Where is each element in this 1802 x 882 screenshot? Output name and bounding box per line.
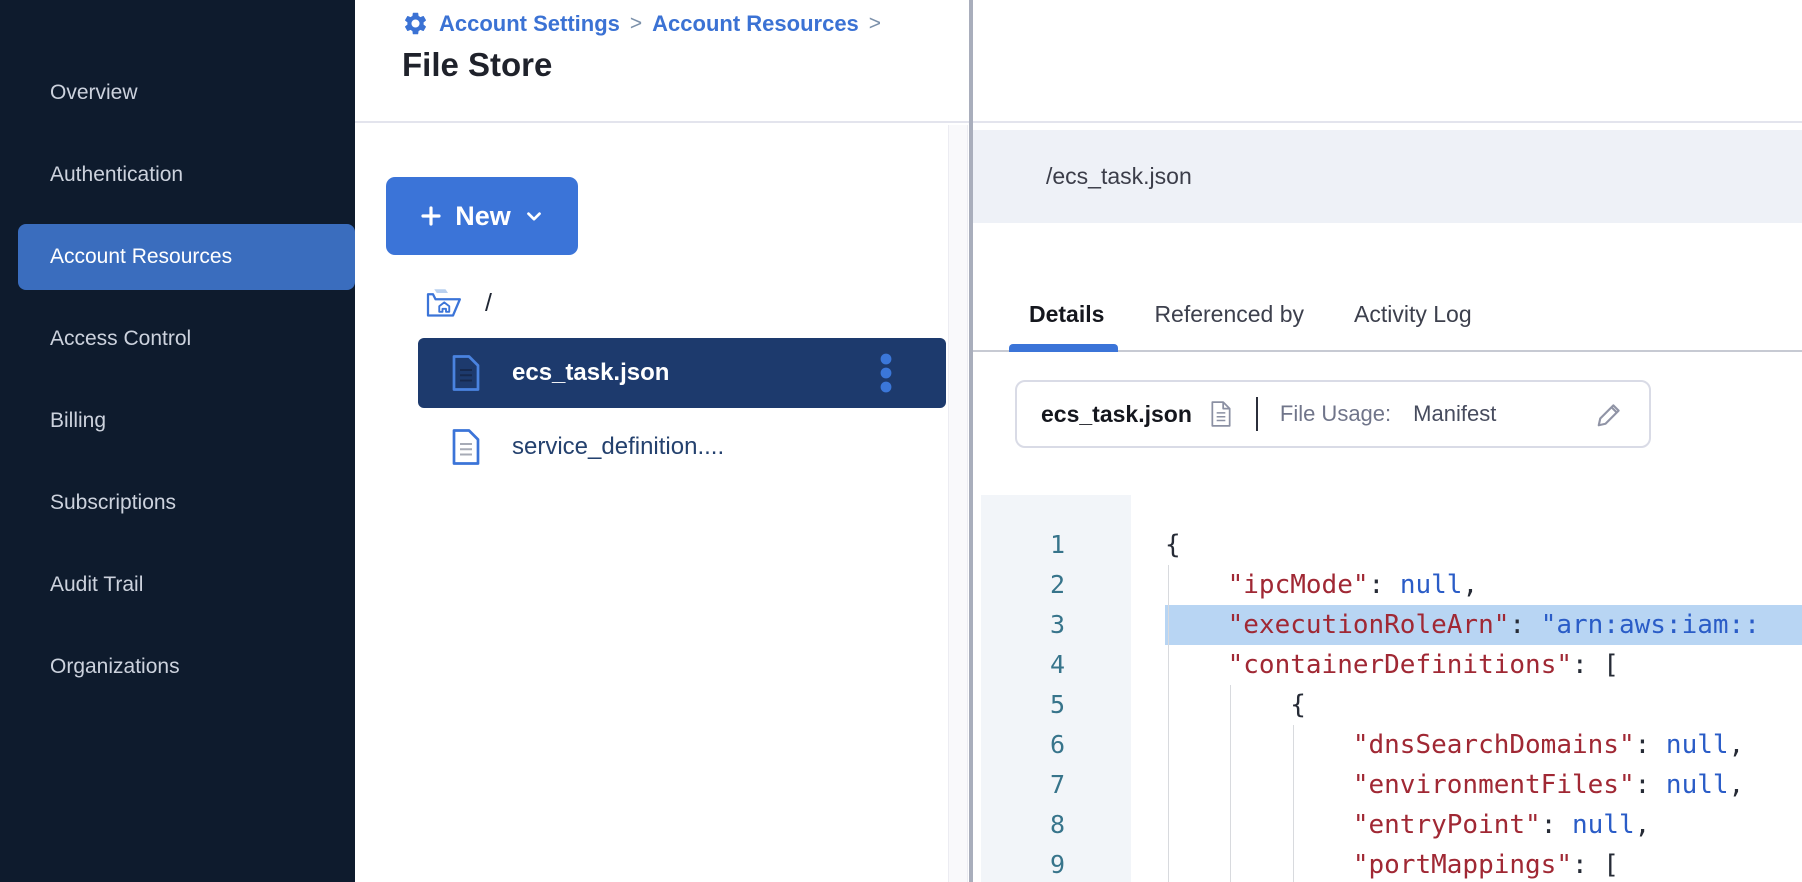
code-lines: { "ipcMode": null, "executionRoleArn": "…	[1165, 525, 1802, 882]
code-line: "entryPoint": null,	[1352, 810, 1651, 840]
editor-left-pad	[973, 495, 981, 882]
file-summary-card: ecs_task.json File Usage: Manifest	[1015, 380, 1651, 448]
tab-label: Referenced by	[1154, 300, 1305, 327]
chevron-down-icon	[523, 205, 545, 227]
sidebar-item-label: Authentication	[50, 163, 184, 186]
sidebar-item-label: Audit Trail	[50, 573, 144, 596]
editor-code-area[interactable]: { "ipcMode": null, "executionRoleArn": "…	[1165, 495, 1802, 882]
sidebar-item-label: Access Control	[50, 327, 192, 350]
root-folder-row[interactable]: /	[423, 283, 492, 323]
gear-icon[interactable]	[402, 10, 429, 37]
file-row-ecs-task[interactable]: ecs_task.json	[418, 338, 946, 408]
sidebar-item-overview[interactable]: Overview	[0, 52, 355, 134]
sidebar-item-billing[interactable]: Billing	[0, 380, 355, 462]
code-line: {	[1165, 530, 1181, 560]
new-file-button[interactable]: New	[386, 177, 578, 255]
card-divider	[1255, 397, 1258, 431]
sidebar-item-label: Subscriptions	[50, 491, 177, 514]
page-header: Account Settings > Account Resources > F…	[355, 0, 1802, 123]
code-line: "dnsSearchDomains": null,	[1352, 730, 1745, 760]
file-name: service_definition....	[512, 433, 725, 460]
sidebar-item-label: Organizations	[50, 655, 180, 678]
code-line: "containerDefinitions": [	[1227, 650, 1619, 680]
kebab-menu-icon[interactable]	[874, 351, 898, 395]
tab-label: Activity Log	[1354, 300, 1472, 327]
file-usage-label: File Usage:	[1279, 401, 1392, 426]
sidebar-item-label: Account Resources	[50, 245, 233, 268]
sidebar-item-label: Billing	[50, 409, 107, 432]
panel-divider[interactable]	[969, 0, 973, 882]
file-name: ecs_task.json	[512, 359, 670, 386]
code-line: "ipcMode": null,	[1227, 570, 1479, 600]
breadcrumb: Account Settings > Account Resources >	[402, 10, 881, 37]
active-tab-underline	[1009, 344, 1119, 352]
breadcrumb-link-account-resources[interactable]: Account Resources	[652, 10, 859, 36]
root-folder-label: /	[485, 288, 492, 317]
card-file-name: ecs_task.json	[1041, 400, 1192, 427]
sidebar-item-organizations[interactable]: Organizations	[0, 626, 355, 708]
sidebar-item-account-resources[interactable]: Account Resources	[0, 216, 355, 298]
file-path-bar: /ecs_task.json	[973, 130, 1802, 223]
file-icon	[448, 427, 484, 467]
plus-icon	[419, 204, 443, 228]
tab-details[interactable]: Details	[1009, 278, 1119, 352]
tab-activity-log[interactable]: Activity Log	[1354, 278, 1472, 350]
sidebar: Overview Authentication Account Resource…	[0, 0, 355, 882]
sidebar-nav-list: Overview Authentication Account Resource…	[0, 52, 355, 708]
file-path: /ecs_task.json	[1046, 163, 1192, 189]
indent-guide	[1293, 725, 1294, 882]
breadcrumb-separator: >	[868, 11, 882, 35]
home-folder-icon	[423, 283, 463, 323]
editor-gutter-gap	[1131, 495, 1165, 882]
breadcrumb-link-account-settings[interactable]: Account Settings	[439, 10, 620, 36]
sidebar-item-authentication[interactable]: Authentication	[0, 134, 355, 216]
document-icon	[1208, 399, 1234, 429]
file-panel-scrollbar[interactable]	[948, 125, 968, 882]
file-store-panel: New / ecs_task.json	[355, 125, 948, 882]
code-line: "executionRoleArn": "arn:aws:iam::	[1165, 605, 1802, 645]
sidebar-selected-pill: Account Resources	[18, 224, 355, 290]
sidebar-item-subscriptions[interactable]: Subscriptions	[0, 462, 355, 544]
edit-file-usage-button[interactable]	[1595, 399, 1625, 429]
indent-guide	[1230, 685, 1231, 882]
file-detail-panel: /ecs_task.json Details Referenced by Act…	[973, 123, 1802, 882]
code-line: "portMappings": [	[1352, 850, 1619, 880]
code-line: {	[1290, 690, 1306, 720]
breadcrumb-separator: >	[629, 11, 643, 35]
file-row-service-definition[interactable]: service_definition....	[418, 412, 946, 482]
detail-tabs: Details Referenced by Activity Log	[973, 278, 1802, 352]
indent-guide	[1168, 565, 1169, 882]
page-title: File Store	[402, 46, 553, 83]
sidebar-item-label: Overview	[50, 81, 138, 104]
file-usage-value: Manifest	[1413, 401, 1497, 426]
new-button-label: New	[455, 200, 511, 231]
sidebar-item-access-control[interactable]: Access Control	[0, 298, 355, 380]
file-icon	[448, 353, 484, 393]
tab-label: Details	[1029, 300, 1105, 327]
tab-referenced-by[interactable]: Referenced by	[1154, 278, 1304, 350]
code-line: "environmentFiles": null,	[1352, 770, 1745, 800]
sidebar-item-audit-trail[interactable]: Audit Trail	[0, 544, 355, 626]
